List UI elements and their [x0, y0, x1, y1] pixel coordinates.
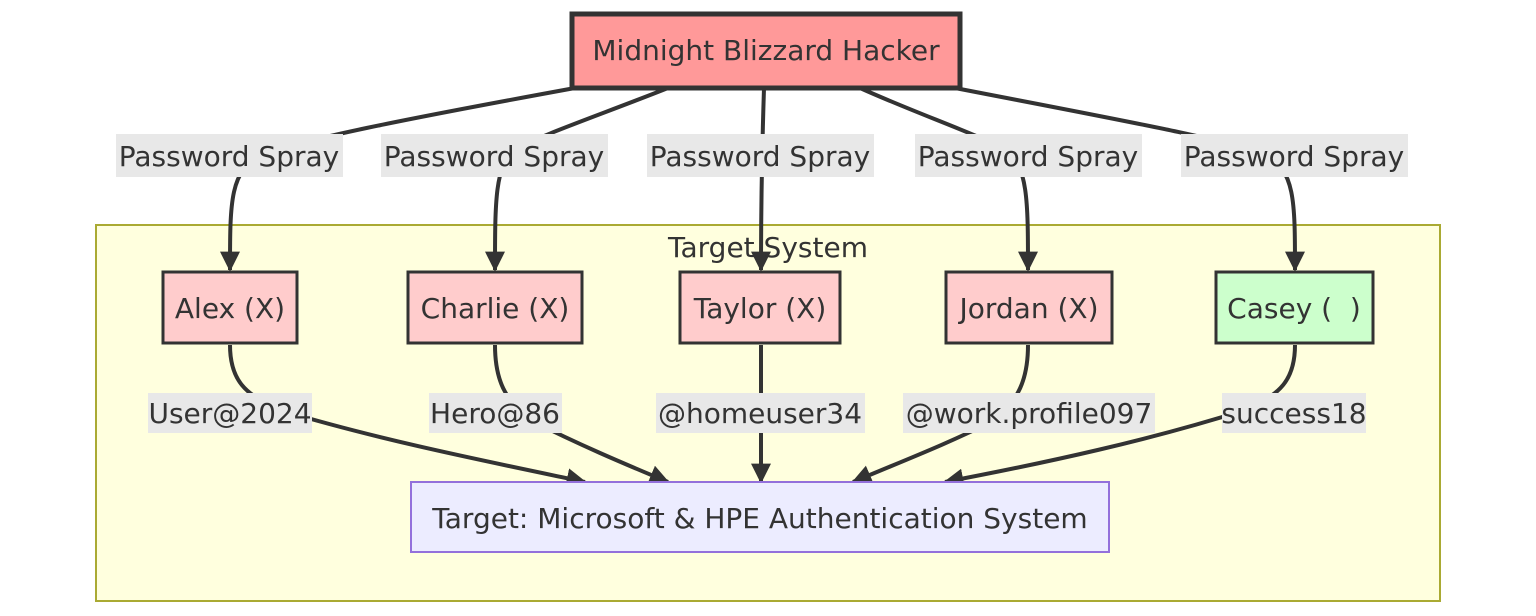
spray-label-casey: Password Spray — [1184, 140, 1404, 173]
password-label-bg — [429, 393, 562, 433]
spray-label-bg — [116, 134, 343, 177]
account-label-jordan: Jordan (X) — [957, 292, 1098, 325]
password-labels: User@2024 Hero@86 @homeuser34 @work.prof… — [148, 393, 1367, 433]
account-node-charlie: Charlie (X) — [406, 270, 584, 345]
spray-label-bg — [647, 134, 874, 177]
password-label-bg — [656, 393, 865, 433]
login-edge-casey — [943, 344, 1297, 489]
spray-label-bg — [381, 134, 608, 177]
spray-labels: Password Spray Password Spray Password S… — [116, 134, 1408, 177]
target-node: Target: Microsoft & HPE Authentication S… — [410, 481, 1110, 553]
password-label-taylor: @homeuser34 — [658, 397, 862, 430]
password-label-bg — [903, 393, 1155, 433]
account-label-casey: Casey ( ) — [1227, 292, 1361, 325]
password-label-bg — [1222, 393, 1366, 433]
account-node-casey: Casey ( ) — [1214, 270, 1375, 345]
login-edge-alex — [228, 344, 587, 489]
password-label-jordan: @work.profile097 — [906, 397, 1153, 430]
password-label-bg — [148, 393, 312, 433]
spray-label-charlie: Password Spray — [384, 140, 604, 173]
account-label-taylor: Taylor (X) — [693, 292, 827, 325]
account-label-alex: Alex (X) — [175, 292, 285, 325]
account-label-charlie: Charlie (X) — [421, 292, 570, 325]
account-node-alex: Alex (X) — [161, 270, 299, 345]
spray-label-taylor: Password Spray — [650, 140, 870, 173]
spray-label-alex: Password Spray — [119, 140, 339, 173]
attacker-label: Midnight Blizzard Hacker — [592, 34, 940, 67]
attacker-node: Midnight Blizzard Hacker — [569, 11, 963, 91]
spray-label-jordan: Password Spray — [918, 140, 1138, 173]
spray-label-bg — [1181, 134, 1408, 177]
account-node-jordan: Jordan (X) — [944, 270, 1114, 345]
target-label: Target: Microsoft & HPE Authentication S… — [431, 502, 1087, 535]
password-label-alex: User@2024 — [148, 397, 311, 430]
spray-label-bg — [915, 134, 1142, 177]
password-label-casey: success18 — [1221, 397, 1366, 430]
password-label-charlie: Hero@86 — [430, 397, 560, 430]
cluster-title: Target System — [667, 231, 868, 264]
account-node-taylor: Taylor (X) — [678, 270, 842, 345]
